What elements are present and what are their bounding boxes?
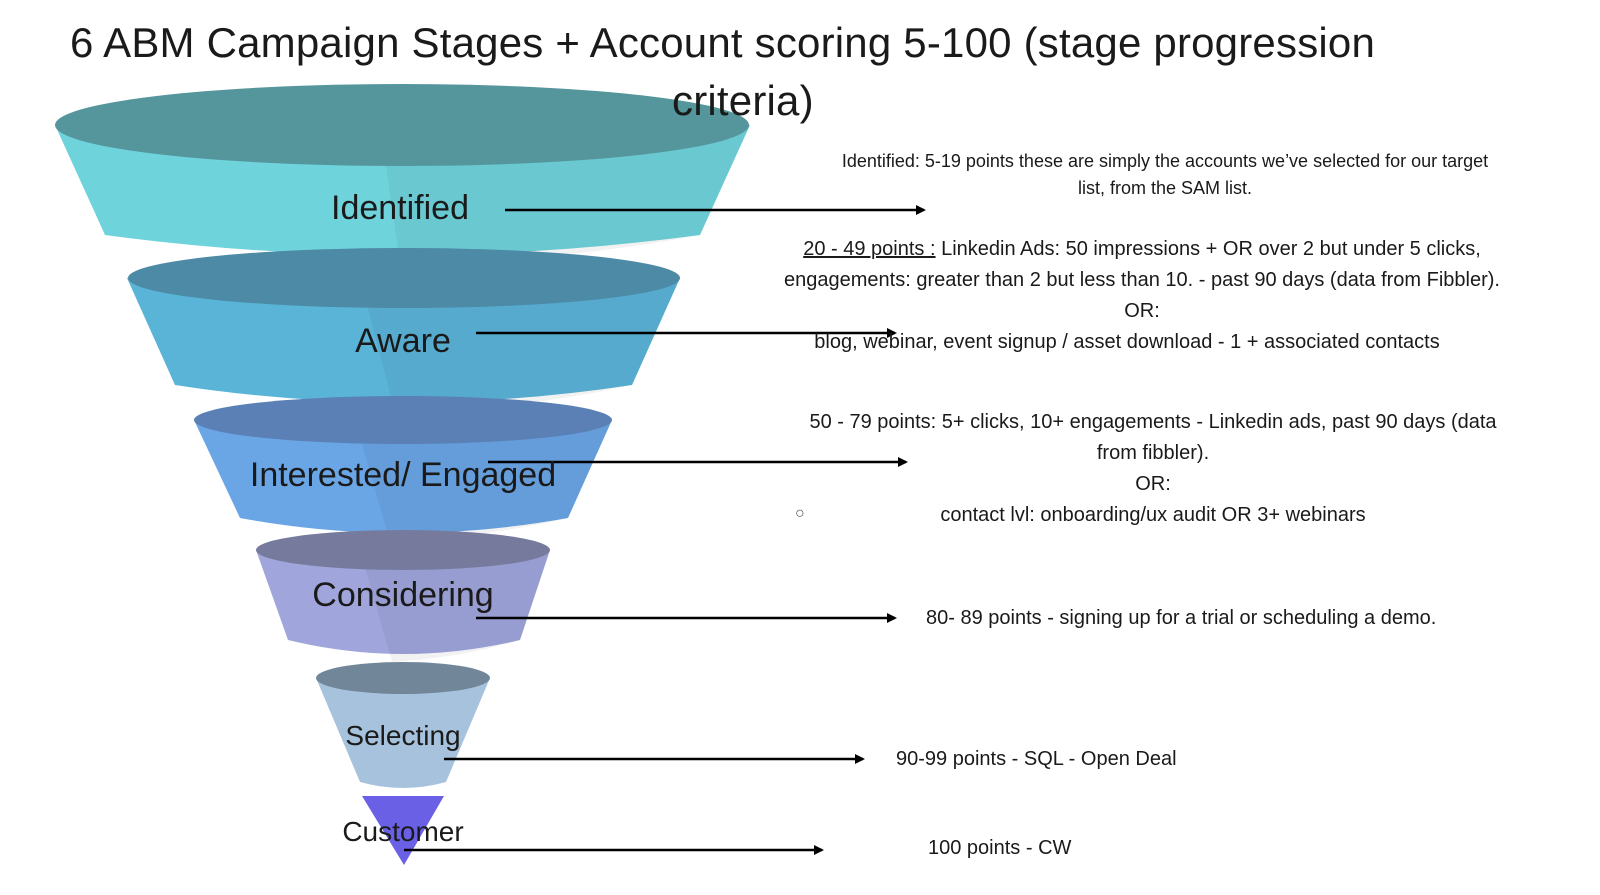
stage-label-considering: Considering bbox=[312, 576, 494, 614]
stage-label-interested: Interested/ Engaged bbox=[249, 456, 557, 494]
desc-interested-line-3: OR: bbox=[1135, 473, 1171, 495]
desc-aware-line-1: 20 - 49 points : Linkedin Ads: 50 impres… bbox=[718, 234, 1566, 265]
desc-identified-line-2: list, from the SAM list. bbox=[1077, 178, 1253, 198]
desc-aware-line-1-rest: Linkedin Ads: 50 impressions + OR over 2… bbox=[935, 238, 1481, 260]
desc-aware-line-4: blog, webinar, event signup / asset down… bbox=[814, 331, 1440, 353]
desc-aware-points: 20 - 49 points : bbox=[803, 238, 936, 260]
stage-label-selecting: Selecting bbox=[345, 720, 461, 751]
desc-interested-line-1: 50 - 79 points: 5+ clicks, 10+ engagemen… bbox=[809, 411, 1497, 433]
page-title: 6 ABM Campaign Stages + Account scoring … bbox=[70, 14, 1510, 130]
bullet-icon: ○ bbox=[795, 505, 805, 522]
stage-label-aware: Aware bbox=[355, 322, 451, 360]
arrows bbox=[404, 205, 926, 855]
funnel-layer-selecting bbox=[316, 662, 490, 788]
desc-aware-line-2: engagements: greater than 2 but less tha… bbox=[784, 269, 1500, 291]
funnel-layer-considering bbox=[256, 530, 550, 662]
desc-selecting: 90-99 points - SQL - Open Deal bbox=[896, 748, 1177, 770]
desc-aware-line-3: OR: bbox=[1124, 300, 1160, 322]
funnel-layer-aware bbox=[127, 248, 680, 412]
stage-label-customer: Customer bbox=[342, 816, 464, 847]
desc-aware: 20 - 49 points : Linkedin Ads: 50 impres… bbox=[718, 234, 1566, 358]
desc-considering: 80- 89 points - signing up for a trial o… bbox=[926, 607, 1437, 629]
desc-identified: Identified: 5-19 points these are simply… bbox=[770, 148, 1560, 202]
title-line-1: 6 ABM Campaign Stages + Account scoring … bbox=[70, 19, 1376, 66]
desc-customer: 100 points - CW bbox=[928, 837, 1072, 859]
desc-interested-line-2: from fibbler). bbox=[1096, 442, 1210, 464]
funnel-layer-interested bbox=[194, 396, 612, 542]
desc-identified-line-1: Identified: 5-19 points these are simply… bbox=[841, 151, 1489, 171]
funnel-layer-customer bbox=[362, 796, 444, 865]
desc-interested-line-4: contact lvl: onboarding/ux audit OR 3+ w… bbox=[940, 504, 1366, 526]
funnel-layer-identified bbox=[55, 84, 750, 262]
title-line-2: criteria) bbox=[672, 77, 814, 124]
stage-label-identified: Identified bbox=[331, 189, 469, 227]
desc-interested: 50 - 79 points: 5+ clicks, 10+ engagemen… bbox=[740, 407, 1566, 531]
